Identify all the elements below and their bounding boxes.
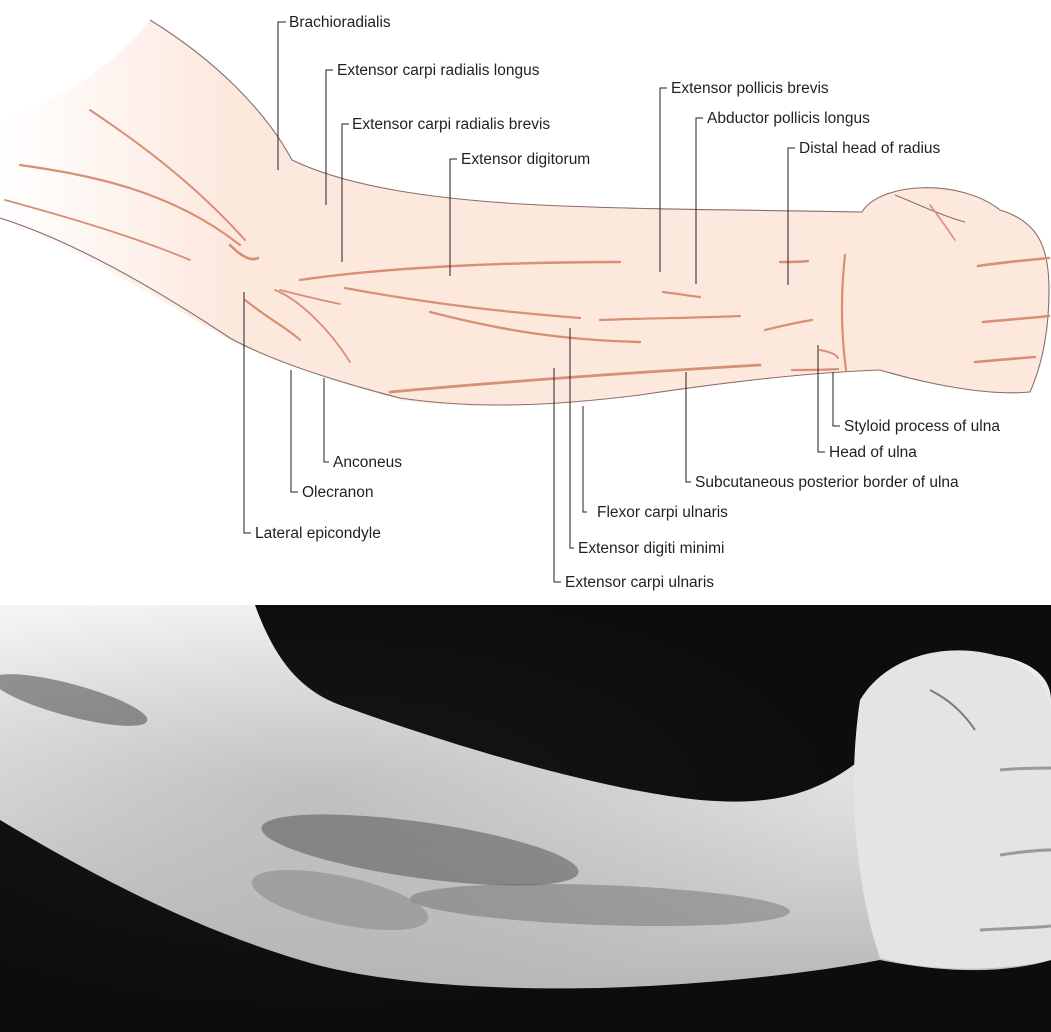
- label-fcu: Flexor carpi ulnaris: [597, 504, 728, 521]
- label-brachioradialis: Brachioradialis: [289, 14, 391, 31]
- label-ecrl: Extensor carpi radialis longus: [337, 62, 540, 79]
- label-olecranon: Olecranon: [302, 484, 374, 501]
- label-head-ulna: Head of ulna: [829, 444, 917, 461]
- label-anconeus: Anconeus: [333, 454, 402, 471]
- label-styloid-ulna: Styloid process of ulna: [844, 418, 1000, 435]
- label-extensor-digitorum: Extensor digitorum: [461, 151, 590, 168]
- forearm-photograph: [0, 605, 1051, 1032]
- label-distal-head-radius: Distal head of radius: [799, 140, 941, 157]
- label-apl: Abductor pollicis longus: [707, 110, 870, 127]
- label-subcutaneous-border: Subcutaneous posterior border of ulna: [695, 474, 959, 491]
- label-lateral-epicondyle: Lateral epicondyle: [255, 525, 381, 542]
- label-epb: Extensor pollicis brevis: [671, 80, 829, 97]
- label-ecrb: Extensor carpi radialis brevis: [352, 116, 550, 133]
- label-ecu: Extensor carpi ulnaris: [565, 574, 714, 591]
- label-edm: Extensor digiti minimi: [578, 540, 724, 557]
